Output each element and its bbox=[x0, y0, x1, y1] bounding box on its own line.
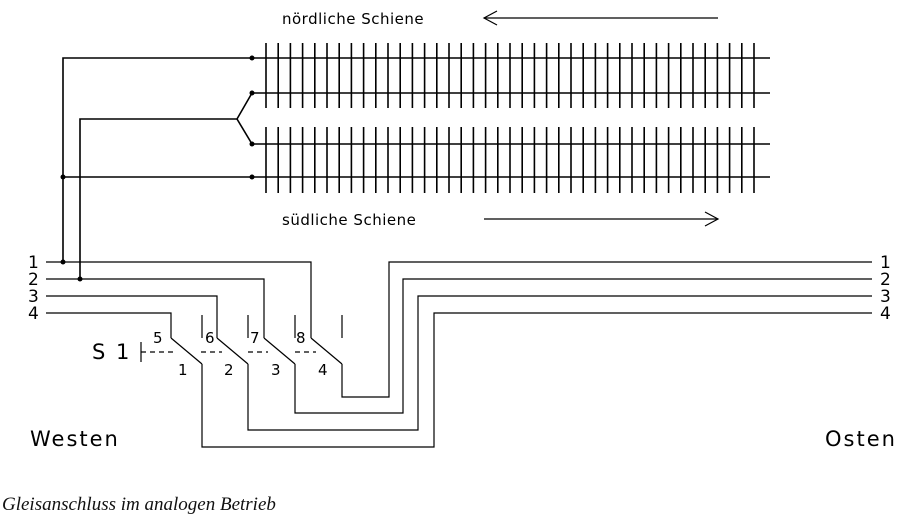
contact-label-top-6: 6 bbox=[205, 329, 215, 347]
east-label: Osten bbox=[825, 427, 897, 451]
track-ties bbox=[265, 43, 755, 193]
contact-label-bottom-2: 2 bbox=[224, 361, 234, 379]
south-rail-label: südliche Schiene bbox=[282, 211, 416, 229]
east-arrow-icon bbox=[484, 211, 720, 227]
bus-wire-west-2 bbox=[46, 278, 265, 326]
wire-label-east-1: 1 bbox=[880, 253, 891, 273]
wire-label-east-3: 3 bbox=[880, 287, 891, 307]
bus-wire-west-4 bbox=[46, 312, 172, 338]
contact-label-top-5: 5 bbox=[153, 329, 163, 347]
wire-label-west-4: 4 bbox=[28, 304, 39, 324]
feeder-wire-2-branch bbox=[236, 118, 253, 145]
wire-label-west-2: 2 bbox=[28, 270, 39, 290]
bus-wire-east-4 bbox=[201, 312, 872, 448]
switch-label: S 1 bbox=[92, 340, 131, 364]
west-label: Westen bbox=[30, 427, 120, 451]
figure-caption: Gleisanschluss im analogen Betrieb bbox=[2, 494, 276, 515]
contact-label-bottom-1: 1 bbox=[178, 361, 188, 379]
wire-label-east-2: 2 bbox=[880, 270, 891, 290]
contact-label-bottom-4: 4 bbox=[318, 361, 328, 379]
bus-wire-west-3 bbox=[46, 295, 218, 326]
contact-label-top-8: 8 bbox=[296, 329, 306, 347]
feeder-wire-2 bbox=[79, 92, 253, 279]
junction-dot bbox=[249, 141, 255, 147]
wire-label-east-4: 4 bbox=[880, 304, 891, 324]
bus-wire-east-3 bbox=[247, 295, 872, 431]
contact-label-bottom-3: 3 bbox=[271, 361, 281, 379]
feeder-wire-1 bbox=[62, 57, 252, 262]
wire-label-west-3: 3 bbox=[28, 287, 39, 307]
contact-label-top-7: 7 bbox=[250, 329, 260, 347]
north-rail-label: nördliche Schiene bbox=[282, 10, 424, 28]
junction-dot bbox=[249, 174, 255, 180]
west-arrow-icon bbox=[482, 10, 718, 26]
junction-dot bbox=[249, 55, 255, 61]
bus-wire-east-1 bbox=[341, 261, 872, 398]
junction-dot bbox=[249, 90, 255, 96]
switch-s1 bbox=[140, 315, 343, 374]
wire-label-west-1: 1 bbox=[28, 253, 39, 273]
bus-wire-east-2 bbox=[294, 278, 872, 414]
junction-dot bbox=[60, 174, 66, 180]
bus-wire-west-1 bbox=[46, 261, 312, 326]
